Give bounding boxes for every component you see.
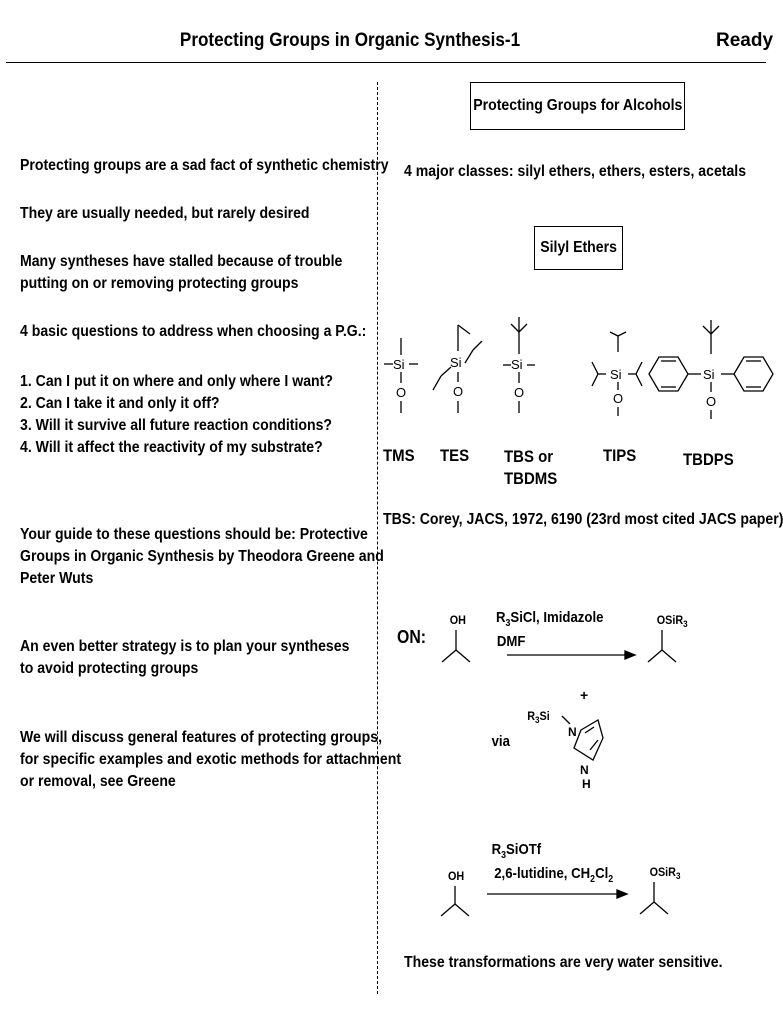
question-item: 4. Will it affect the reactivity of my s… — [20, 439, 323, 456]
questions-intro: 4 basic questions to address when choosi… — [20, 323, 367, 340]
tes-structure: Si O — [432, 324, 483, 413]
strategy-line: An even better strategy is to plan your … — [20, 638, 350, 655]
tbdps-structure: Si O — [648, 320, 774, 419]
tbs-reference: TBS: Corey, JACS, 1972, 6190 (23rd most … — [383, 511, 783, 528]
question-item: 1. Can I put it on where and only where … — [20, 373, 333, 390]
svg-text:O: O — [396, 385, 406, 400]
reaction-2: R3SiOTf 2,6-lutidine, CH2Cl2 OH OSiR3 — [440, 840, 681, 917]
question-item: 2. Can I take it and only it off? — [20, 395, 220, 412]
stalled-line-1: Many syntheses have stalled because of t… — [20, 253, 343, 270]
tips-label: TIPS — [603, 446, 637, 465]
reaction-1: OH R3SiCl, Imidazole DMF OSiR3 via + R3S… — [441, 608, 688, 791]
stalled-line-2: putting on or removing protecting groups — [20, 275, 299, 292]
needed-line: They are usually needed, but rarely desi… — [20, 205, 310, 222]
svg-text:OSiR3: OSiR3 — [650, 867, 681, 882]
discuss-line: or removal, see Greene — [20, 773, 176, 790]
silyl-structures: Si O Si O Si O — [384, 317, 774, 419]
svg-text:Si: Si — [511, 357, 523, 372]
svg-text:O: O — [613, 391, 623, 406]
svg-text:Si: Si — [450, 355, 462, 370]
discuss-line: for specific examples and exotic methods… — [20, 751, 402, 768]
intro-line: Protecting groups are a sad fact of synt… — [20, 157, 389, 174]
tes-label: TES — [440, 446, 470, 465]
alcohols-title: Protecting Groups for Alcohols — [472, 97, 683, 114]
tbs-structure: Si O — [503, 317, 535, 413]
water-note: These transformations are very water sen… — [404, 954, 723, 971]
svg-text:H: H — [582, 777, 591, 791]
svg-text:OH: OH — [448, 871, 464, 884]
silyl-title-box: Silyl Ethers — [534, 226, 623, 270]
page-title: Protecting Groups in Organic Synthesis-1 — [179, 30, 521, 51]
svg-text:N: N — [580, 763, 589, 777]
tms-label: TMS — [383, 446, 415, 465]
silyl-title: Silyl Ethers — [540, 239, 617, 256]
svg-text:N: N — [568, 725, 577, 739]
svg-text:R3Si: R3Si — [527, 711, 550, 726]
svg-text:+: + — [580, 687, 588, 703]
svg-text:O: O — [706, 394, 716, 409]
svg-text:R3SiOTf: R3SiOTf — [492, 840, 542, 860]
svg-text:OSiR3: OSiR3 — [657, 615, 688, 630]
classes-line: 4 major classes: silyl ethers, ethers, e… — [404, 163, 747, 180]
svg-text:DMF: DMF — [497, 632, 526, 649]
svg-text:R3SiCl, Imidazole: R3SiCl, Imidazole — [496, 608, 604, 628]
tips-structure: Si O — [591, 331, 643, 416]
guide-line: Peter Wuts — [20, 570, 94, 587]
header-rule — [6, 62, 766, 63]
tbdps-label: TBDPS — [683, 450, 734, 469]
svg-text:O: O — [514, 385, 524, 400]
svg-text:O: O — [453, 384, 463, 399]
question-item: 3. Will it survive all future reaction c… — [20, 417, 333, 434]
tbs-label-1: TBS or — [504, 447, 554, 466]
on-label: ON: — [397, 627, 427, 647]
column-divider — [377, 82, 378, 994]
svg-text:OH: OH — [450, 615, 466, 628]
discuss-line: We will discuss general features of prot… — [20, 729, 382, 746]
tms-structure: Si O — [384, 338, 418, 413]
svg-text:via: via — [492, 732, 510, 749]
status-label: Ready — [716, 30, 774, 51]
svg-text:Si: Si — [610, 367, 622, 382]
tbs-label-2: TBDMS — [504, 469, 558, 488]
guide-line: Groups in Organic Synthesis by Theodora … — [20, 548, 384, 565]
svg-text:Si: Si — [703, 367, 715, 382]
alcohols-title-box: Protecting Groups for Alcohols — [470, 82, 685, 130]
strategy-line: to avoid protecting groups — [20, 660, 199, 677]
guide-line: Your guide to these questions should be:… — [20, 526, 368, 543]
svg-text:2,6-lutidine, CH2Cl2: 2,6-lutidine, CH2Cl2 — [494, 864, 613, 884]
svg-text:Si: Si — [393, 357, 405, 372]
